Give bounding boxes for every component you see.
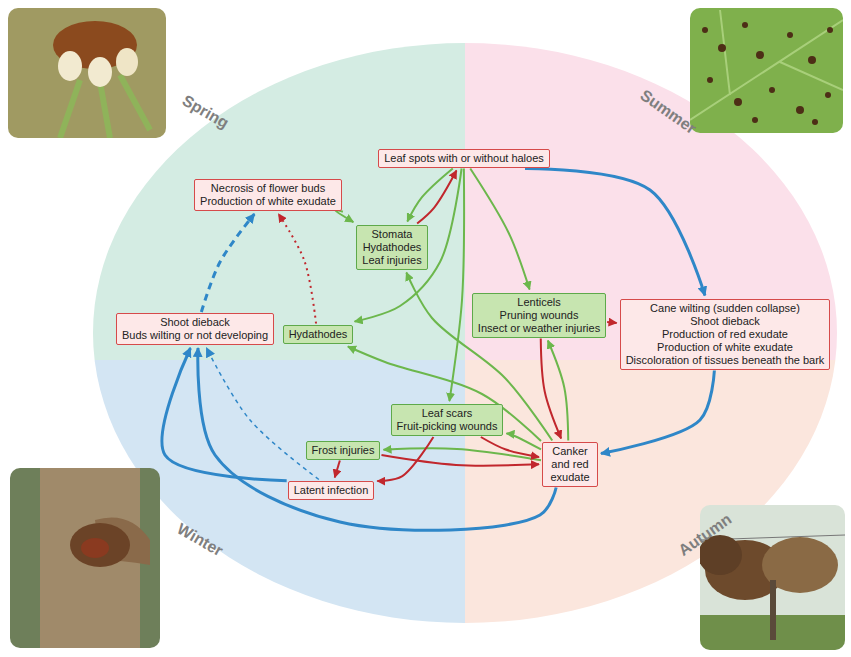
infection-arrow [481,437,539,457]
photo-ground [10,468,160,648]
node-text: Production of white exudate [626,341,825,354]
spot [808,56,816,64]
node-text: Leaf scars [397,407,498,420]
node-text: Cane wilting (sudden collapse) [626,302,825,315]
node-text: Shoot dieback [122,316,268,329]
spot [787,32,793,38]
photo-ground [8,8,166,138]
infection-arrow [355,169,462,322]
spot [812,119,818,125]
symptom-box: Cane wilting (sudden collapse)Shoot dieb… [620,299,831,370]
infection-arrow [162,348,287,481]
node-text: Pruning wounds [478,309,600,322]
spot [769,87,775,93]
leaf-vein [690,10,843,120]
bud [88,57,112,87]
bud [58,51,82,81]
infection-arrow [449,169,464,402]
symptom-box: Leaf spots with or without haloes [378,149,550,168]
symptom-box: Canker and red exudate [542,442,598,487]
infection-arrow [381,455,539,465]
leaf-spot-photo [690,8,843,133]
entry-point-box: StomataHydathodesLeaf injuries [356,225,427,270]
summer-ground [465,0,851,360]
photo-ground [690,8,843,133]
canker [70,523,130,567]
spot [825,92,831,98]
spot [702,27,708,33]
trunk-canker-photo [10,468,160,648]
infection-arrow [206,348,318,480]
node-text: Frost injuries [312,444,375,457]
infection-arrow [348,347,541,441]
symptom-box: Latent infection [288,481,375,500]
spot [707,77,713,83]
infection-arrow [601,371,714,454]
infection-arrow [541,339,561,439]
entry-point-box: Frost injuries [306,441,381,460]
entry-point-box: Hydathodes [283,325,354,344]
infection-arrow [279,214,317,324]
node-text: Necrosis of flower buds [200,182,336,195]
node-text: Latent infection [294,484,369,497]
infection-arrow [198,348,556,530]
node-text: Stomata [362,228,421,241]
node-text: Hydathodes [289,328,348,341]
spot [718,44,726,52]
node-text: Canker and red exudate [548,445,592,484]
node-text: Leaf spots with or without haloes [384,152,544,165]
spot [827,27,833,33]
node-text: Production of red exudate [626,328,825,341]
spot [756,51,764,59]
red-exudate [81,538,109,558]
node-text: Insect or weather injuries [478,322,600,335]
entry-point-box: LenticelsPruning woundsInsect or weather… [472,293,606,338]
flower-bud-photo [8,8,166,138]
node-text: Hydathodes [362,241,421,254]
node-text: Buds wilting or not developing [122,329,268,342]
spot [734,98,742,106]
infection-arrow [335,461,340,478]
symptom-box: Shoot diebackBuds wilting or not develop… [116,313,274,345]
node-text: Discoloration of tissues beneath the bar… [626,354,825,367]
node-text: Shoot dieback [626,315,825,328]
infection-arrow [525,168,705,295]
infection-arrow [407,169,452,222]
spring-ground [0,0,465,360]
node-text: Production of white exudate [200,195,336,208]
infection-arrow [548,341,568,441]
node-text: Leaf injuries [362,254,421,267]
node-text: Fruit-picking wounds [397,420,498,433]
bud [116,48,138,76]
symptom-box: Necrosis of flower budsProduction of whi… [194,179,342,211]
infection-arrow [201,214,254,312]
entry-point-box: Leaf scarsFruit-picking wounds [391,404,504,436]
spot [752,117,758,123]
spot [742,22,748,28]
infection-arrow [335,210,354,222]
infection-arrow [607,321,616,324]
autumn-ground [465,360,851,657]
infection-arrow [470,169,529,290]
infection-arrow [506,433,541,449]
post [770,580,776,640]
node-text: Lenticels [478,296,600,309]
leaf-spots [702,22,833,125]
spot [796,106,804,114]
